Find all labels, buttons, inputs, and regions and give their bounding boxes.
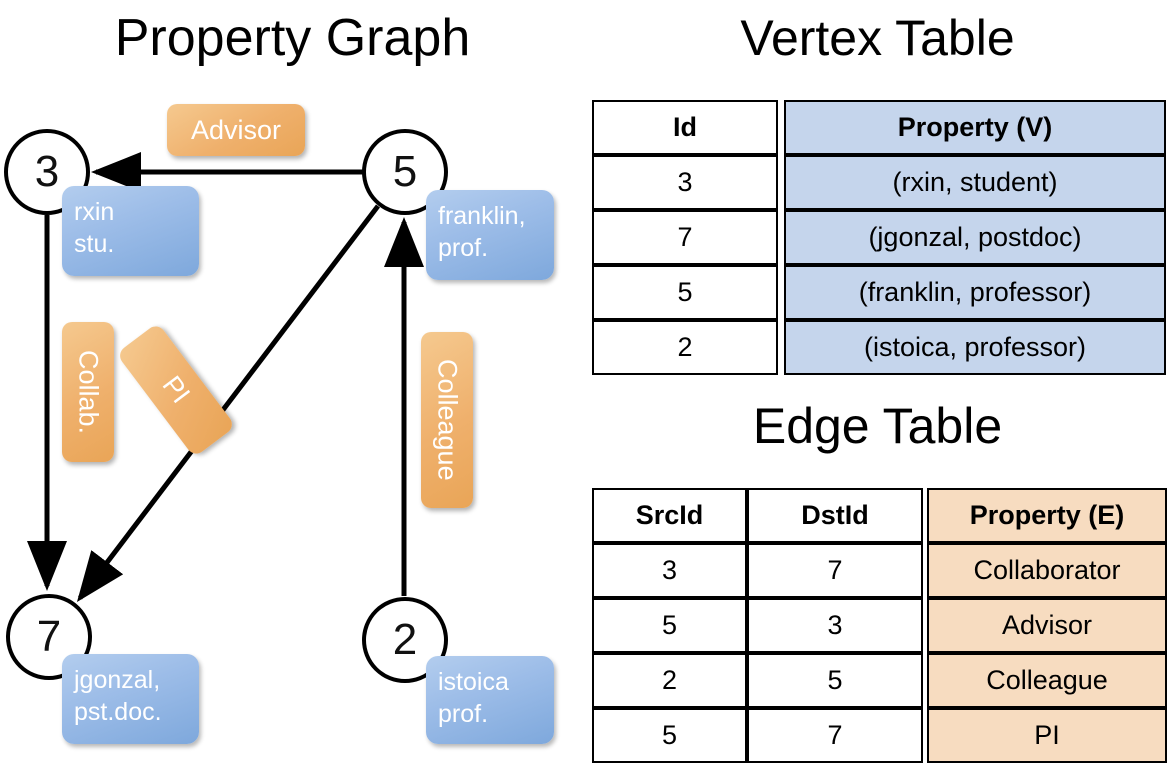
vertex-table-cell-property: (jgonzal, postdoc) bbox=[784, 210, 1166, 265]
edge-table-cell-property: PI bbox=[927, 708, 1167, 763]
vertex-label-box-2[interactable]: istoica prof. bbox=[426, 656, 554, 744]
edge-table-cell-srcid: 3 bbox=[592, 543, 747, 598]
edge-table-row[interactable]: 3 7 Collaborator bbox=[592, 543, 1167, 598]
vertex-label-box-7[interactable]: jgonzal, pst.doc. bbox=[62, 654, 199, 744]
page-title-property-graph: Property Graph bbox=[114, 9, 471, 67]
edge-table-cell-property: Colleague bbox=[927, 653, 1167, 708]
edge-table-row[interactable]: 2 5 Colleague bbox=[592, 653, 1167, 708]
edge-label-advisor-text: Advisor bbox=[190, 114, 282, 145]
graph-node-3-id: 3 bbox=[34, 147, 60, 196]
vertex-table: Id Property (V) 3 (rxin, student) 7 (jgo… bbox=[592, 100, 1166, 375]
vertex-label-5-line1: franklin, bbox=[438, 202, 526, 230]
edge-table-cell-property: Advisor bbox=[927, 598, 1167, 653]
edge-table-cell-srcid: 2 bbox=[592, 653, 747, 708]
vertex-table-header-id: Id bbox=[592, 100, 778, 155]
edge-table-cell-dstid: 7 bbox=[747, 708, 923, 763]
vertex-table-cell-id: 2 bbox=[592, 320, 778, 375]
vertex-label-box-3[interactable]: rxin stu. bbox=[62, 186, 199, 276]
vertex-table-cell-id: 5 bbox=[592, 265, 778, 320]
edge-label-colleague-text: Colleague bbox=[432, 359, 463, 481]
vertex-table-header-row: Id Property (V) bbox=[592, 100, 1166, 155]
graph-node-2[interactable]: 2 bbox=[362, 597, 448, 683]
edge-table-cell-dstid: 3 bbox=[747, 598, 923, 653]
edge-table-cell-srcid: 5 bbox=[592, 708, 747, 763]
vertex-table-row[interactable]: 3 (rxin, student) bbox=[592, 155, 1166, 210]
vertex-table-row[interactable]: 5 (franklin, professor) bbox=[592, 265, 1166, 320]
edge-label-pi-text: PI bbox=[156, 370, 197, 409]
vertex-table-header-property: Property (V) bbox=[784, 100, 1166, 155]
graph-edges bbox=[27, 152, 424, 602]
edge-label-box-advisor[interactable]: Advisor bbox=[167, 104, 305, 156]
graph-node-5[interactable]: 5 bbox=[362, 129, 448, 215]
vertex-label-7-line2: pst.doc. bbox=[74, 698, 162, 726]
edge-table-header-srcid: SrcId bbox=[592, 488, 747, 543]
edge-table-cell-dstid: 7 bbox=[747, 543, 923, 598]
edge-label-box-colleague[interactable]: Colleague bbox=[421, 332, 473, 508]
vertex-table-row[interactable]: 2 (istoica, professor) bbox=[592, 320, 1166, 375]
edge-label-box-collab[interactable]: Collab. bbox=[62, 322, 114, 462]
vertex-table-row[interactable]: 7 (jgonzal, postdoc) bbox=[592, 210, 1166, 265]
edge-table-header-row: SrcId DstId Property (E) bbox=[592, 488, 1167, 543]
edge-table-row[interactable]: 5 3 Advisor bbox=[592, 598, 1167, 653]
vertex-table-cell-id: 3 bbox=[592, 155, 778, 210]
vertex-table-cell-id: 7 bbox=[592, 210, 778, 265]
graph-node-5-id: 5 bbox=[392, 147, 418, 196]
edge-table: SrcId DstId Property (E) 3 7 Collaborato… bbox=[592, 488, 1167, 763]
graph-node-2-id: 2 bbox=[392, 615, 418, 664]
vertex-label-7-line1: jgonzal, bbox=[74, 666, 161, 694]
edge-table-header-dstid: DstId bbox=[747, 488, 923, 543]
edge-label-collab-text: Collab. bbox=[73, 349, 104, 435]
edge-table-header-property: Property (E) bbox=[927, 488, 1167, 543]
edge-table-cell-srcid: 5 bbox=[592, 598, 747, 653]
edge-table-cell-property: Collaborator bbox=[927, 543, 1167, 598]
vertex-label-5-line2: prof. bbox=[438, 234, 489, 262]
vertex-table-cell-property: (franklin, professor) bbox=[784, 265, 1166, 320]
vertex-table-cell-property: (istoica, professor) bbox=[784, 320, 1166, 375]
vertex-label-2-line1: istoica bbox=[438, 668, 509, 696]
vertex-label-3-line2: stu. bbox=[74, 230, 115, 258]
page-title-edge-table: Edge Table bbox=[752, 398, 1003, 454]
vertex-label-3-line1: rxin bbox=[74, 198, 115, 226]
edge-table-cell-dstid: 5 bbox=[747, 653, 923, 708]
edge-table-row[interactable]: 5 7 PI bbox=[592, 708, 1167, 763]
vertex-label-box-5[interactable]: franklin, prof. bbox=[426, 190, 554, 280]
edge-5-to-7 bbox=[76, 204, 380, 602]
vertex-label-2-line2: prof. bbox=[438, 700, 489, 728]
page-title-vertex-table: Vertex Table bbox=[740, 10, 1015, 66]
vertex-table-cell-property: (rxin, student) bbox=[784, 155, 1166, 210]
graph-node-7-id: 7 bbox=[36, 612, 62, 661]
